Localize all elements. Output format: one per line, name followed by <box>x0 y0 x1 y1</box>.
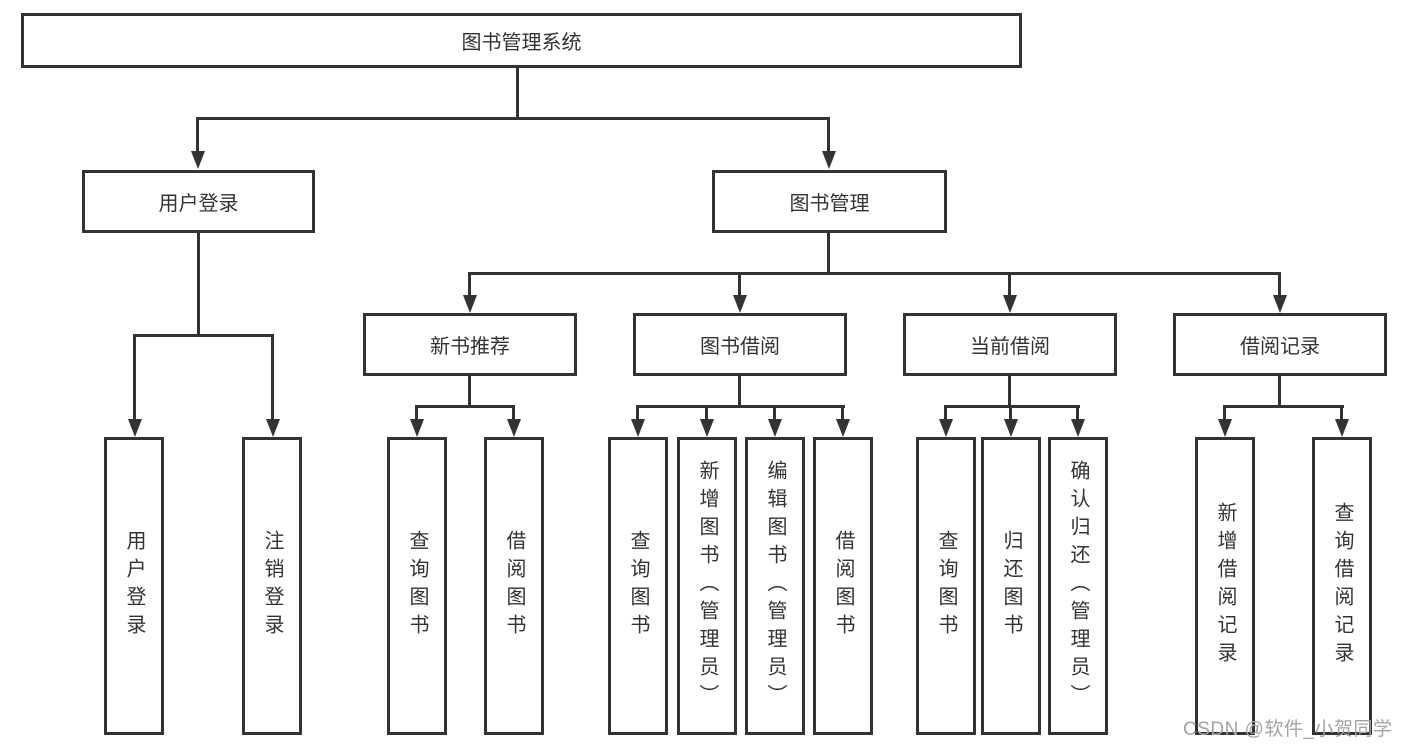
connector-user-login-stub <box>271 334 274 422</box>
node-label: 查询借阅记录 <box>1331 502 1353 670</box>
node-label: 用户登录 <box>158 193 239 215</box>
node-label: 新书推荐 <box>430 336 510 358</box>
node-label: 确认归还（管理员） <box>1067 460 1089 712</box>
node-label: 当前借阅 <box>970 336 1050 358</box>
connector-borrowing-stub <box>705 405 708 423</box>
arrow-down-icon <box>1335 419 1349 437</box>
connector-recommend-stem <box>468 376 471 408</box>
watermark: CSDN @软件_小贺同学 <box>1183 719 1393 740</box>
leaf-query-borrow-record: 查询借阅记录 <box>1312 437 1372 735</box>
node-book-management: 图书管理 <box>712 170 947 233</box>
connector-records-stub <box>1340 405 1343 423</box>
connector-root-left-stub <box>196 117 199 155</box>
leaf-add-borrow-record: 新增借阅记录 <box>1195 437 1255 735</box>
node-label: 注销登录 <box>261 530 283 642</box>
connector-book-mgmt-stub <box>468 272 471 298</box>
node-label: 编辑图书（管理员） <box>764 460 786 712</box>
connector-book-mgmt-stub <box>1008 272 1011 298</box>
leaf-add-books-admin: 新增图书（管理员） <box>677 437 737 735</box>
arrow-down-icon <box>1071 419 1085 437</box>
leaf-borrow-books-recommend: 借阅图书 <box>484 437 544 735</box>
node-label: 借阅图书 <box>503 530 525 642</box>
connector-current-stem <box>1008 376 1011 408</box>
node-label: 查询图书 <box>406 530 428 642</box>
leaf-logout: 注销登录 <box>242 437 302 735</box>
arrow-down-icon <box>768 419 782 437</box>
arrow-down-icon <box>410 419 424 437</box>
node-current-borrowing: 当前借阅 <box>903 313 1117 376</box>
connector-current-stub <box>1076 405 1079 423</box>
node-label: 新增借阅记录 <box>1214 502 1236 670</box>
arrow-down-icon <box>1218 419 1232 437</box>
connector-borrowing-hline <box>636 405 845 408</box>
connector-current-stub <box>944 405 947 423</box>
node-label: 图书管理系统 <box>461 32 582 54</box>
leaf-edit-books-admin: 编辑图书（管理员） <box>745 437 805 735</box>
connector-user-login-stem <box>197 233 200 337</box>
arrow-down-icon <box>700 419 714 437</box>
node-label: 图书管理 <box>789 193 870 215</box>
connector-root-right-stub <box>827 117 830 155</box>
node-label: 图书借阅 <box>700 336 780 358</box>
leaf-borrow-books: 借阅图书 <box>813 437 873 735</box>
connector-recommend-stub <box>415 405 418 423</box>
node-borrowing-records: 借阅记录 <box>1173 313 1387 376</box>
node-label: 借阅图书 <box>832 530 854 642</box>
arrow-down-icon <box>128 419 142 437</box>
connector-records-stub <box>1223 405 1226 423</box>
node-book-borrowing: 图书借阅 <box>633 313 847 376</box>
connector-book-mgmt-stub <box>738 272 741 298</box>
connector-user-login-hline <box>133 334 274 337</box>
leaf-user-login: 用户登录 <box>104 437 164 735</box>
arrow-down-icon <box>733 295 747 313</box>
connector-recommend-hline <box>415 405 515 408</box>
arrow-down-icon <box>1004 419 1018 437</box>
arrow-down-icon <box>507 419 521 437</box>
node-user-login: 用户登录 <box>82 170 315 233</box>
connector-records-stem <box>1278 376 1281 408</box>
connector-user-login-stub <box>133 334 136 422</box>
arrow-down-icon <box>836 419 850 437</box>
arrow-down-icon <box>822 151 836 169</box>
connector-records-hline <box>1223 405 1344 408</box>
node-label: 借阅记录 <box>1240 336 1320 358</box>
connector-borrowing-stub <box>773 405 776 423</box>
arrow-down-icon <box>266 419 280 437</box>
connector-root-stem <box>516 68 519 120</box>
leaf-return-books: 归还图书 <box>981 437 1041 735</box>
leaf-confirm-return-admin: 确认归还（管理员） <box>1048 437 1108 735</box>
leaf-query-books-borrow: 查询图书 <box>608 437 668 735</box>
node-library-management-system: 图书管理系统 <box>21 13 1022 68</box>
connector-current-stub <box>1009 405 1012 423</box>
node-label: 新增图书（管理员） <box>696 460 718 712</box>
connector-borrowing-stub <box>841 405 844 423</box>
node-label: 用户登录 <box>123 530 145 642</box>
node-label: 查询图书 <box>935 530 957 642</box>
connector-current-hline <box>944 405 1080 408</box>
connector-borrowing-stub <box>636 405 639 423</box>
arrow-down-icon <box>631 419 645 437</box>
connector-book-mgmt-hline <box>468 272 1281 275</box>
arrow-down-icon <box>463 295 477 313</box>
connector-root-hline <box>196 117 830 120</box>
connector-recommend-stub <box>512 405 515 423</box>
connector-book-mgmt-stem <box>827 233 830 275</box>
arrow-down-icon <box>1273 295 1287 313</box>
node-label: 归还图书 <box>1000 530 1022 642</box>
node-label: 查询图书 <box>627 530 649 642</box>
arrow-down-icon <box>1003 295 1017 313</box>
arrow-down-icon <box>939 419 953 437</box>
leaf-query-books-recommend: 查询图书 <box>387 437 447 735</box>
node-new-book-recommend: 新书推荐 <box>363 313 577 376</box>
connector-borrowing-stem <box>738 376 741 408</box>
arrow-down-icon <box>191 151 205 169</box>
connector-book-mgmt-stub <box>1278 272 1281 298</box>
leaf-query-books-current: 查询图书 <box>916 437 976 735</box>
